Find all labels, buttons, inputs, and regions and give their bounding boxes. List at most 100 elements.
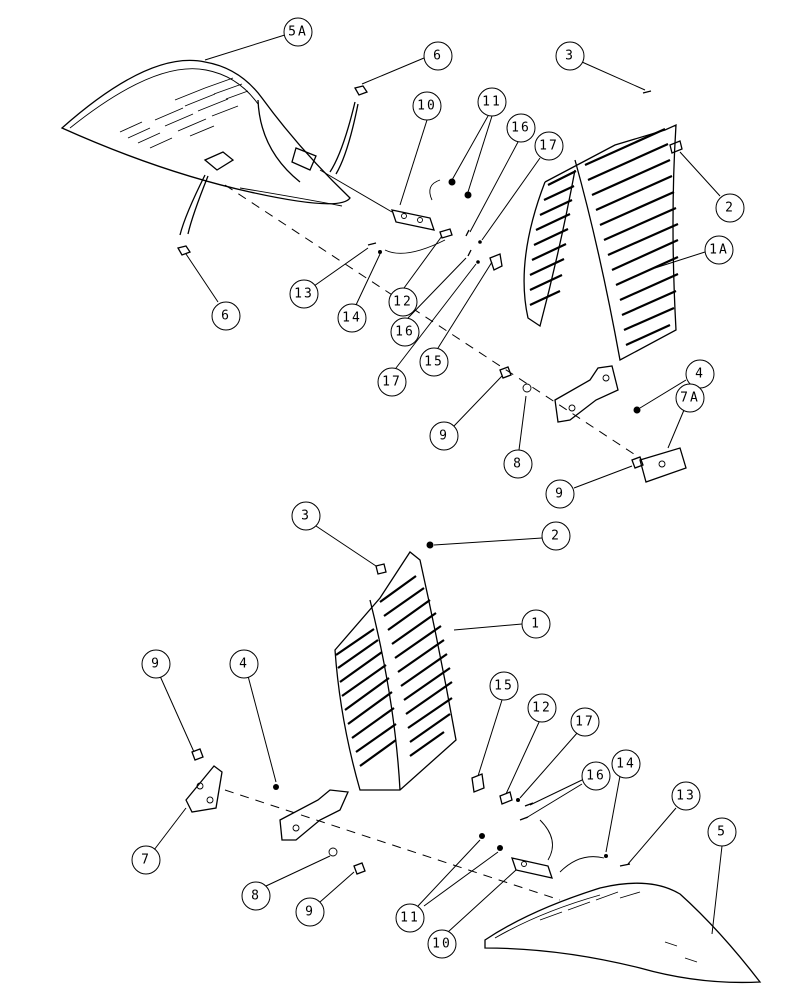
svg-text:6: 6: [433, 49, 443, 64]
svg-text:8: 8: [513, 457, 523, 472]
part-8-washer-bottom: [328, 847, 338, 857]
svg-text:2: 2: [725, 201, 735, 216]
callout-1a: 1A: [654, 235, 734, 269]
svg-text:13: 13: [676, 789, 696, 804]
svg-text:14: 14: [342, 311, 362, 326]
top-centerline: [224, 184, 641, 459]
svg-text:7A: 7A: [680, 391, 700, 406]
part-8-washer: [522, 383, 532, 393]
svg-text:9: 9: [439, 429, 449, 444]
part-17-ring-b: [476, 260, 480, 264]
callout-13-top: 13: [289, 247, 369, 309]
part-16-pin-c: [524, 802, 534, 807]
callout-17-bottom: 17: [377, 263, 477, 397]
part-11-nut-c: [479, 833, 485, 839]
callout-16-top: 16: [469, 113, 536, 233]
callout-6-bottom: 6: [185, 253, 241, 331]
svg-text:9: 9: [151, 657, 161, 672]
part-4-nut: [633, 406, 641, 414]
svg-text:11: 11: [482, 95, 502, 110]
svg-text:1: 1: [531, 617, 541, 632]
svg-text:12: 12: [532, 701, 552, 716]
part-9-bolt-a: [499, 366, 512, 379]
callout-8-top: 8: [503, 395, 533, 479]
svg-text:7: 7: [141, 853, 151, 868]
callout-9-top-left: 9: [429, 375, 503, 451]
callout-6-top: 6: [361, 41, 453, 85]
svg-text:15: 15: [494, 679, 514, 694]
part-16-pin-b: [467, 249, 472, 257]
svg-text:16: 16: [511, 121, 531, 136]
callout-4-bottom: 4: [229, 649, 277, 783]
callout-14-top: 14: [337, 253, 381, 333]
part-12-bolt: [439, 228, 453, 239]
callout-12-bottom: 12: [505, 693, 557, 795]
part-13-screw-bottom: [619, 863, 631, 867]
callout-9-bottom-left: 9: [141, 649, 195, 753]
part-10-bracket-bottom: [511, 857, 553, 879]
callout-3-bottom: 3: [291, 501, 377, 567]
part-2-bolt: [669, 140, 683, 154]
svg-text:17: 17: [575, 715, 595, 730]
callout-13-bottom: 13: [627, 781, 701, 865]
shell-slots: [119, 77, 249, 149]
svg-text:5: 5: [717, 825, 727, 840]
svg-text:5A: 5A: [288, 25, 308, 40]
callout-3-top: 3: [555, 41, 646, 91]
part-13-screw: [367, 242, 377, 246]
callout-11-top: 11: [451, 87, 507, 193]
svg-text:10: 10: [432, 937, 452, 952]
part-7-plate: [185, 765, 223, 813]
callout-9-top-right: 9: [545, 465, 633, 509]
bottom-callouts: 3 2 1 9 4 15 12: [131, 501, 737, 959]
svg-text:2: 2: [551, 529, 561, 544]
svg-text:9: 9: [555, 487, 565, 502]
svg-text:17: 17: [382, 375, 402, 390]
part-11-nut-a: [448, 178, 456, 186]
part-15-clip: [489, 253, 503, 271]
part-17-ring-bottom: [516, 798, 520, 802]
svg-text:3: 3: [565, 49, 575, 64]
part-17-ring-a: [478, 240, 482, 244]
part-15-clip-bottom: [471, 773, 485, 793]
part-9-bolt-b: [631, 456, 644, 469]
callout-10-top: 10: [399, 91, 442, 206]
callout-12-top: 12: [388, 235, 443, 317]
callout-17-top: 17: [481, 131, 564, 241]
callout-14-bottom: 14: [605, 749, 641, 853]
part-6-pin-bottom: [177, 245, 191, 256]
svg-text:13: 13: [294, 287, 314, 302]
part-16-pin-a: [465, 229, 470, 237]
callout-5a: 5A: [204, 17, 313, 61]
callout-15-top: 15: [419, 261, 493, 377]
callout-9-bottom-right: 9: [295, 871, 355, 927]
callout-10-bottom: 10: [427, 869, 517, 959]
top-callouts: 5A 6 3 10 11 16: [185, 17, 745, 509]
svg-text:10: 10: [417, 99, 437, 114]
part-5-shell: [484, 882, 762, 984]
callout-8-bottom: 8: [241, 855, 331, 911]
svg-text:4: 4: [239, 657, 249, 672]
svg-text:16: 16: [586, 769, 606, 784]
part-7a-plate: [639, 447, 687, 483]
part-2-nut: [426, 541, 434, 549]
part-4-nut-bottom: [273, 784, 279, 790]
part-6-pin-top: [354, 85, 368, 96]
svg-text:11: 11: [400, 911, 420, 926]
part-14-washer-bottom: [604, 854, 608, 858]
part-11-nut-d: [497, 845, 503, 851]
callout-15-bottom: 15: [477, 671, 519, 777]
part-14-washer: [378, 250, 382, 254]
grate-bars-top: [529, 127, 679, 347]
svg-text:6: 6: [221, 309, 231, 324]
grate-bars-bottom: [335, 575, 453, 767]
svg-text:8: 8: [251, 889, 261, 904]
svg-text:1A: 1A: [709, 243, 729, 258]
part-1-grate: [279, 551, 457, 841]
part-9-bolt-d: [353, 862, 366, 875]
svg-text:12: 12: [393, 295, 413, 310]
svg-text:4: 4: [695, 367, 705, 382]
part-3-bolt: [642, 90, 652, 94]
bottom-assembly: [185, 541, 762, 984]
